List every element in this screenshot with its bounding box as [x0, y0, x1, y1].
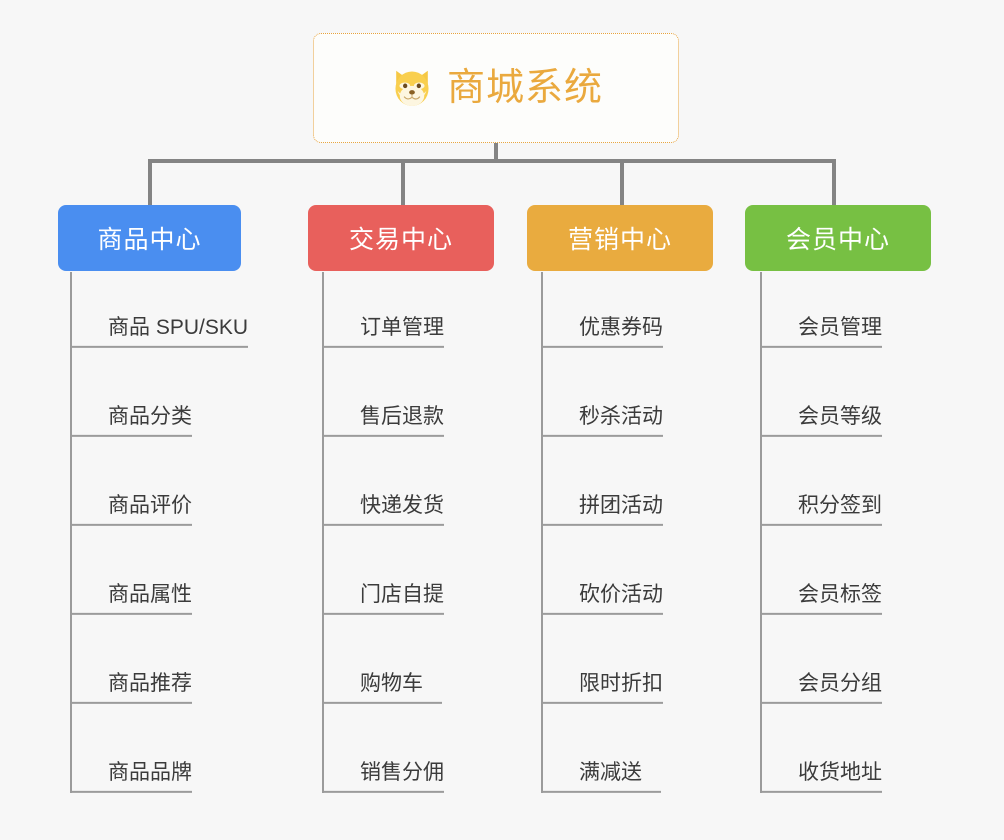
category-header-label: 营销中心 [567, 226, 672, 254]
root-node[interactable]: 商城系统 [313, 33, 679, 143]
leaf-item-label: 积分签到 [760, 494, 882, 526]
leaf-item-label: 销售分佣 [322, 761, 444, 793]
leaf-item-label: 会员分组 [760, 672, 882, 704]
leaf-item-label: 售后退款 [322, 405, 444, 437]
leaf-item-label: 会员标签 [760, 583, 882, 615]
dog-face-icon [395, 70, 429, 106]
leaf-trunk-line [541, 272, 543, 793]
category-header-label: 交易中心 [348, 226, 453, 254]
category-header-member-center[interactable]: 会员中心 [745, 205, 931, 271]
leaf-item-label: 收货地址 [760, 761, 882, 793]
leaf-trunk-line [70, 272, 72, 793]
leaf-item-label: 商品品牌 [70, 761, 192, 793]
connector-drop-trade-center [401, 159, 405, 205]
leaf-item-label: 门店自提 [322, 583, 444, 615]
leaf-item-label: 会员等级 [760, 405, 882, 437]
leaf-item-label: 会员管理 [760, 316, 882, 348]
category-header-marketing-center[interactable]: 营销中心 [527, 205, 713, 271]
category-header-product-center[interactable]: 商品中心 [58, 205, 241, 271]
leaf-item-label: 商品 SPU/SKU [70, 316, 249, 348]
leaf-item-label: 秒杀活动 [541, 405, 663, 437]
category-header-trade-center[interactable]: 交易中心 [308, 205, 494, 271]
leaf-item-label: 满减送 [541, 761, 661, 793]
connector-drop-product-center [148, 159, 152, 205]
connector-drop-member-center [832, 159, 836, 205]
connector-drop-marketing-center [620, 159, 624, 205]
leaf-item-label: 订单管理 [322, 316, 444, 348]
leaf-item-label: 商品分类 [70, 405, 192, 437]
leaf-item-label: 商品属性 [70, 583, 192, 615]
leaf-item-label: 商品推荐 [70, 672, 192, 704]
leaf-item-label: 购物车 [322, 672, 442, 704]
leaf-item-label: 砍价活动 [541, 583, 663, 615]
leaf-trunk-line [322, 272, 324, 793]
category-header-label: 会员中心 [785, 226, 890, 254]
leaf-item-label: 优惠券码 [541, 316, 663, 348]
connector-horizontal-bus [148, 159, 836, 163]
leaf-item-label: 限时折扣 [541, 672, 663, 704]
category-header-label: 商品中心 [97, 226, 202, 254]
leaf-item-label: 快递发货 [322, 494, 444, 526]
root-title: 商城系统 [446, 67, 603, 109]
connector-root-stem [494, 143, 498, 163]
leaf-trunk-line [760, 272, 762, 793]
leaf-item-label: 商品评价 [70, 494, 192, 526]
leaf-item-label: 拼团活动 [541, 494, 663, 526]
